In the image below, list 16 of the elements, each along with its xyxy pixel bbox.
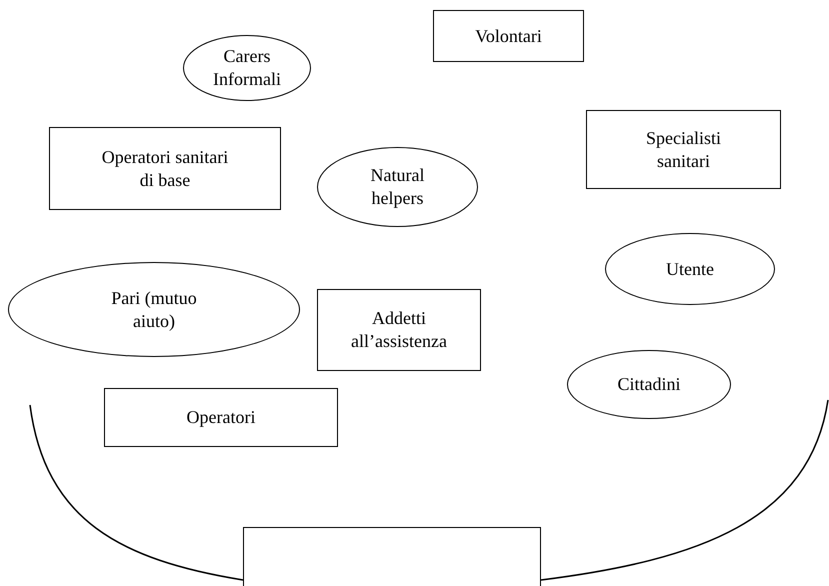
box-node (317, 289, 481, 371)
node-text: Pari (mutuo aiuto) (110, 286, 198, 332)
box-node (49, 127, 281, 210)
node-text: Operatori sanitari di base (101, 146, 229, 192)
node-text: Cittadini (618, 373, 680, 396)
box-node (243, 527, 541, 586)
node-text: Carers Informali (212, 45, 282, 91)
box-node (433, 10, 584, 62)
node-text: Utente (666, 258, 714, 280)
node-text: Volontari (475, 24, 542, 48)
node-text: Operatori (186, 406, 256, 429)
node-text: Addetti all’assistenza (350, 307, 448, 353)
box-node (586, 110, 781, 189)
node-text: Specialisti sanitari (645, 126, 722, 172)
node-text: Natural helpers (370, 164, 426, 210)
box-node (104, 388, 338, 447)
